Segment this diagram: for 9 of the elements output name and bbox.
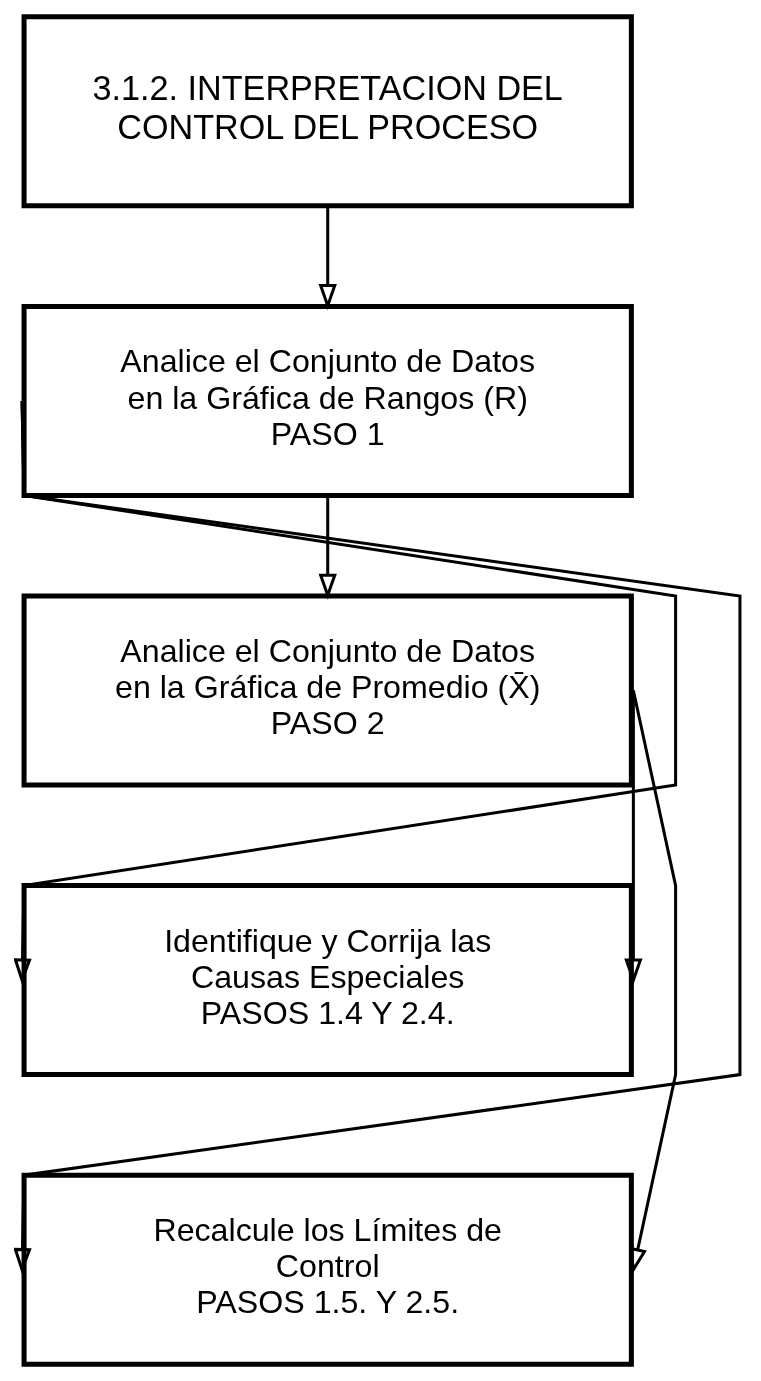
node-box: Analice el Conjunto de Datos en la Gráfica de Promedio (X̄) PASO 2 xyxy=(21,593,634,788)
arrow xyxy=(13,400,741,1275)
node-box: Recalcule los Límites de Control PASOS 1.5. Y 2.5. xyxy=(21,1172,634,1367)
node-box: 3.1.2. INTERPRETACION DEL CONTROL DEL PROCESO xyxy=(21,14,634,209)
arrow xyxy=(318,495,337,600)
arrow xyxy=(628,690,677,1275)
node-box: Identifique y Corrija las Causas Especiales PASOS 1.4 Y 2.4. xyxy=(21,883,634,1078)
node-box: Analice el Conjunto de Datos en la Gráfica de Rangos (R) PASO 1 xyxy=(21,303,634,498)
arrow xyxy=(318,206,337,311)
